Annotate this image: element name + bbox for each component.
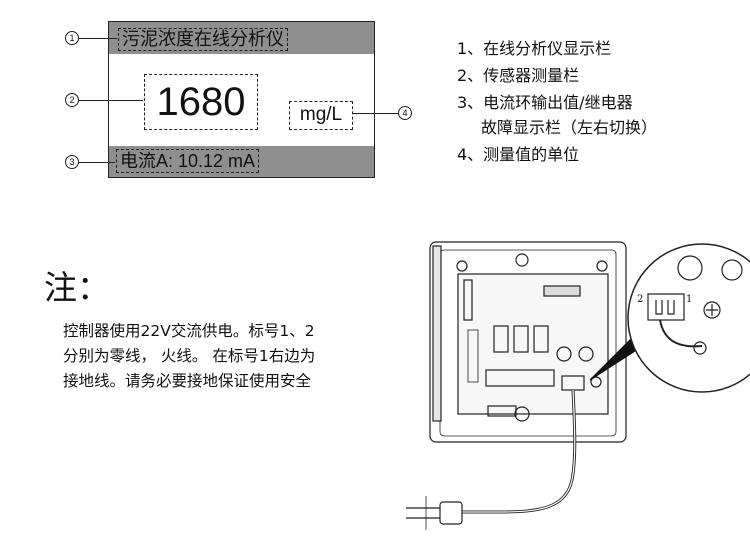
note-line-3: 接地线。请务必要接地保证使用安全 bbox=[63, 372, 312, 390]
controller-wiring-illustration: 2 1 bbox=[406, 241, 750, 530]
housing-hinge bbox=[432, 245, 442, 422]
detail-wire bbox=[659, 319, 703, 348]
detail-gland-2 bbox=[721, 259, 743, 281]
note-heading: 注： bbox=[44, 268, 110, 307]
detail-screw-slot bbox=[706, 304, 718, 316]
detail-ground-screw bbox=[703, 301, 721, 319]
terminal-block-signal bbox=[485, 369, 555, 387]
note-line-1: 控制器使用22V交流供电。标号1、2 bbox=[63, 322, 315, 340]
callout-2-leader bbox=[79, 100, 143, 101]
detail-wire-end bbox=[693, 341, 707, 355]
bottom-gland bbox=[514, 406, 530, 422]
legend-item-1: 1、在线分析仪显示栏 bbox=[457, 39, 612, 58]
detail-magnifier bbox=[627, 243, 750, 393]
current-output-status: 电流A: 10.12 mA bbox=[116, 149, 260, 173]
note-line-2: 分别为零线， 火线。 在标号1右边为 bbox=[63, 347, 316, 365]
callout-4: 4 bbox=[398, 106, 412, 120]
legend-item-3: 3、电流环输出值/继电器 bbox=[457, 93, 633, 112]
relay-3 bbox=[533, 325, 549, 353]
measurement-unit: mg/L bbox=[289, 101, 353, 130]
mount-hole-top bbox=[515, 253, 529, 267]
callout-2: 2 bbox=[65, 93, 79, 107]
board-connector-strip bbox=[463, 279, 473, 321]
relay-1 bbox=[493, 325, 509, 353]
callout-3-leader bbox=[79, 162, 115, 163]
mount-hole-left bbox=[456, 260, 468, 272]
callout-1-leader bbox=[79, 38, 117, 39]
legend-item-3-cont: 故障显示栏（左右切换） bbox=[481, 118, 658, 137]
callout-1: 1 bbox=[65, 31, 79, 45]
mount-hole-right bbox=[596, 260, 608, 272]
display-title: 污泥浓度在线分析仪 bbox=[118, 28, 288, 51]
detail-terminal bbox=[647, 293, 685, 321]
detail-gland-1 bbox=[677, 255, 703, 281]
legend-item-2: 2、传感器测量栏 bbox=[457, 66, 580, 85]
legend-item-4: 4、测量值的单位 bbox=[457, 145, 580, 164]
status-bar bbox=[109, 146, 374, 177]
controller-housing bbox=[429, 241, 627, 443]
display-panel: 污泥浓度在线分析仪 1680 mg/L 电流A: 10.12 mA bbox=[108, 21, 375, 178]
ground-screw bbox=[590, 376, 602, 388]
cable-gland-1 bbox=[556, 346, 572, 362]
title-bar bbox=[109, 22, 374, 54]
terminal-label-1: 1 bbox=[686, 294, 692, 305]
pin-header bbox=[467, 329, 479, 383]
callout-3: 3 bbox=[65, 155, 79, 169]
board-label bbox=[543, 285, 581, 297]
callout-4-leader bbox=[352, 113, 398, 114]
detail-terminal-contacts bbox=[655, 300, 675, 315]
terminal-label-2: 2 bbox=[637, 294, 643, 305]
measurement-value: 1680 bbox=[144, 74, 258, 130]
cable-gland-2 bbox=[578, 346, 594, 362]
power-plug bbox=[439, 501, 463, 525]
circuit-board bbox=[457, 273, 609, 415]
relay-2 bbox=[513, 325, 529, 353]
